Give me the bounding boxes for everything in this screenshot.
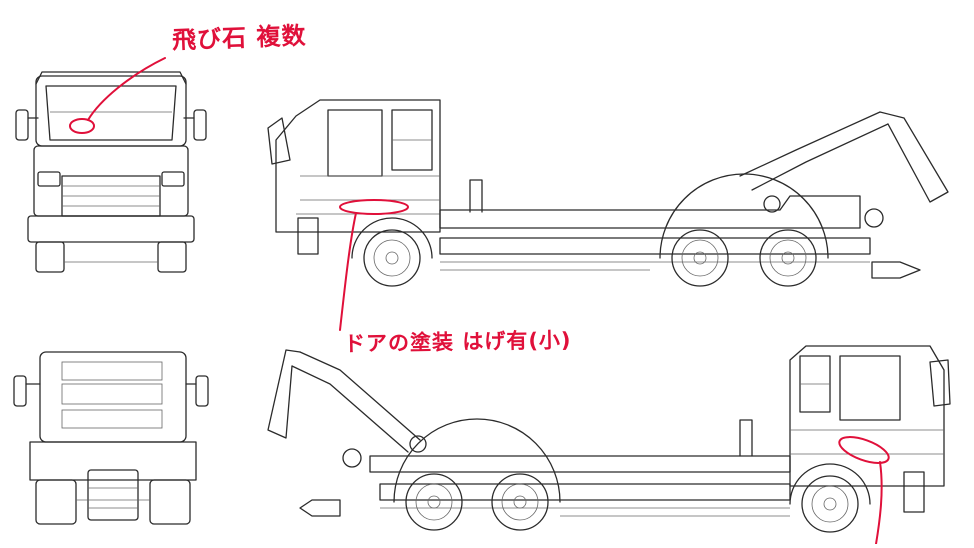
door-paint-annotation: ドアの塗装 はげ有(小) [343, 328, 572, 356]
door-damage-leader-line-right [875, 461, 883, 545]
door-damage-marker-right [838, 436, 890, 464]
door-damage-marker-left [339, 199, 409, 215]
truck-right-side-view [267, 345, 951, 545]
truck-left-side-view [267, 99, 949, 331]
door-damage-leader-line [339, 212, 357, 331]
stone-chip-annotation: 飛び石 複数 [171, 21, 307, 55]
truck-rear-view [13, 351, 209, 525]
truck-front-view [15, 57, 207, 273]
stone-chip-marker [69, 118, 95, 134]
stone-chip-leader-line [87, 57, 166, 121]
